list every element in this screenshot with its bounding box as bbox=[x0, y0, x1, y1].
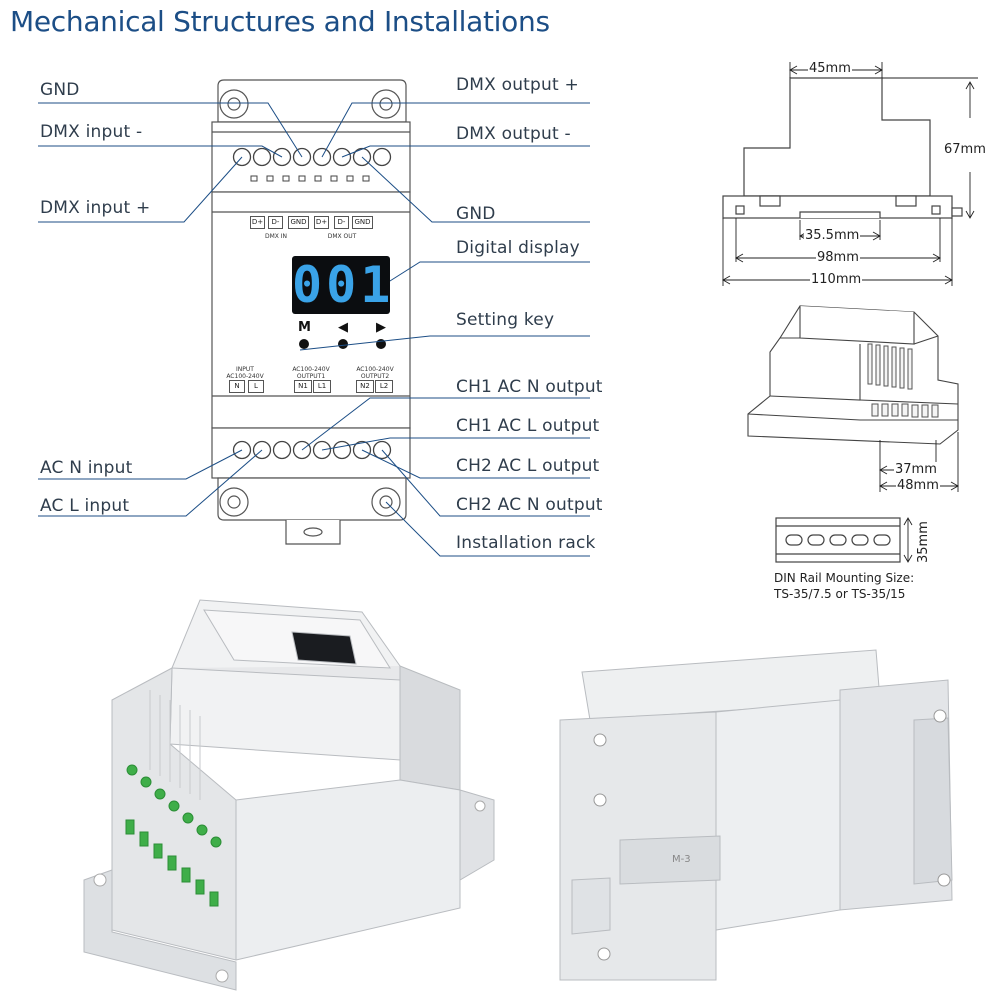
terminal-label-dminus-out: D- bbox=[334, 216, 349, 229]
terminal-label-n1: N1 bbox=[294, 380, 312, 393]
label-ch1-ac-n-output: CH1 AC N output bbox=[456, 377, 603, 397]
top-terminal-slots bbox=[250, 175, 370, 182]
product-photo-front bbox=[83, 599, 495, 991]
label-gnd-top: GND bbox=[40, 80, 80, 100]
product-photo-back bbox=[559, 649, 953, 981]
dim-inner-width: 35.5mm bbox=[804, 228, 861, 243]
dmx-in-label: DMX IN bbox=[264, 233, 288, 240]
din-rail-caption: DIN Rail Mounting Size: TS-35/7.5 or TS-… bbox=[774, 570, 914, 602]
key-m-label: M bbox=[298, 320, 311, 335]
side-view-outline bbox=[722, 77, 963, 219]
input-label: INPUT bbox=[236, 366, 254, 373]
label-dmx-output-minus: DMX output - bbox=[456, 124, 571, 144]
dim-rail-height: 35mm bbox=[916, 520, 931, 564]
dim-width-top: 45mm bbox=[808, 61, 852, 76]
din-caption-line2: TS-35/7.5 or TS-35/15 bbox=[774, 587, 906, 601]
dim-width-98: 98mm bbox=[816, 250, 860, 265]
terminal-label-n2: N2 bbox=[356, 380, 374, 393]
terminal-label-n: N bbox=[229, 380, 245, 393]
label-dmx-input-plus: DMX input + bbox=[40, 198, 151, 218]
dmx-out-label: DMX OUT bbox=[327, 233, 357, 240]
dim-depth-48: 48mm bbox=[896, 478, 940, 493]
din-rail bbox=[775, 517, 901, 563]
page-title: Mechanical Structures and Installations bbox=[10, 5, 550, 38]
label-ch1-ac-l-output: CH1 AC L output bbox=[456, 416, 600, 436]
dim-height: 67mm bbox=[943, 142, 987, 157]
terminal-label-l2: L2 bbox=[375, 380, 393, 393]
product-photo-front-terminals bbox=[125, 764, 222, 907]
dim-depth-37: 37mm bbox=[894, 462, 938, 477]
key-right-label: ▶ bbox=[376, 320, 386, 335]
isometric-fins bbox=[867, 343, 939, 418]
terminal-label-gnd-out: GND bbox=[352, 216, 373, 229]
label-dmx-output-plus: DMX output + bbox=[456, 75, 579, 95]
product-photo-front-holes bbox=[93, 800, 486, 983]
label-ac-l-input: AC L input bbox=[40, 496, 130, 516]
terminal-label-dplus-in: D+ bbox=[250, 216, 265, 229]
product-photo-back-holes bbox=[593, 709, 951, 961]
key-left-label: ◀ bbox=[338, 320, 348, 335]
label-setting-key: Setting key bbox=[456, 310, 555, 330]
setting-key-labels: M ◀ ▶ bbox=[292, 320, 402, 340]
din-caption-line1: DIN Rail Mounting Size: bbox=[774, 571, 915, 585]
terminal-label-dplus-out: D+ bbox=[314, 216, 329, 229]
label-digital-display: Digital display bbox=[456, 238, 580, 258]
output2-label: OUTPUT2 bbox=[360, 373, 390, 380]
back-mark-text: M-3 bbox=[672, 854, 691, 865]
input-voltage-label: AC100-240V bbox=[226, 373, 264, 380]
rail-dimension-line bbox=[903, 517, 913, 563]
label-installation-rack: Installation rack bbox=[456, 533, 596, 553]
terminal-label-l1: L1 bbox=[313, 380, 331, 393]
label-gnd-right: GND bbox=[456, 204, 496, 224]
output1-voltage-label: AC100-240V bbox=[292, 366, 330, 373]
terminal-label-dminus-in: D- bbox=[268, 216, 283, 229]
dim-width-110: 110mm bbox=[810, 272, 863, 287]
label-ch2-ac-l-output: CH2 AC L output bbox=[456, 456, 600, 476]
isometric-view bbox=[747, 305, 959, 445]
output2-voltage-label: AC100-240V bbox=[356, 366, 394, 373]
label-ch2-ac-n-output: CH2 AC N output bbox=[456, 495, 603, 515]
output1-label: OUTPUT1 bbox=[296, 373, 326, 380]
digital-display: 001 bbox=[292, 256, 395, 314]
terminal-label-l: L bbox=[248, 380, 264, 393]
label-ac-n-input: AC N input bbox=[40, 458, 133, 478]
callout-lines bbox=[38, 102, 590, 557]
terminal-label-gnd-in: GND bbox=[288, 216, 309, 229]
label-dmx-input-minus: DMX input - bbox=[40, 122, 143, 142]
